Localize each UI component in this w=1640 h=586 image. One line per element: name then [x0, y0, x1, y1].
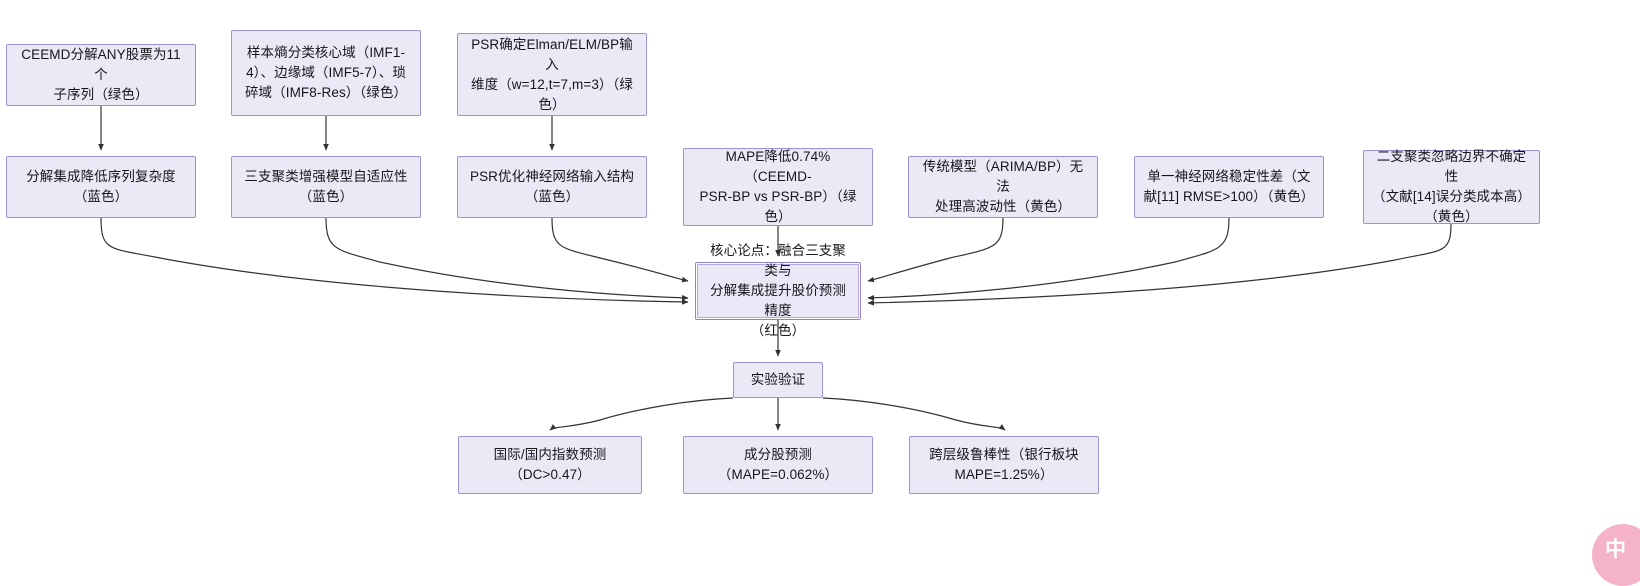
watermark-text: 中: [1605, 537, 1626, 561]
edge-n6-core: [551, 217, 689, 283]
node-label: 分解集成降低序列复杂度 （蓝色）: [26, 169, 176, 204]
node-cross-level-robustness-result[interactable]: 跨层级鲁棒性（银行板块 MAPE=1.25%）: [909, 436, 1099, 494]
node-label: CEEMD分解ANY股票为11个 子序列（绿色）: [21, 47, 181, 102]
node-label: 二支聚类忽略边界不确定性 （文献[14]误分类成本高） （黄色）: [1372, 149, 1531, 224]
node-two-way-clustering-limitation[interactable]: 二支聚类忽略边界不确定性 （文献[14]误分类成本高） （黄色）: [1363, 149, 1540, 224]
node-label: MAPE降低0.74%（CEEMD- PSR-BP vs PSR-BP）（绿 色…: [699, 149, 857, 224]
node-label: 核心论点：融合三支聚类与 分解集成提升股价预测精度 （红色）: [710, 243, 846, 338]
edge-n5-core: [325, 217, 689, 301]
edge-n4-core: [100, 217, 689, 305]
node-core-argument[interactable]: 核心论点：融合三支聚类与 分解集成提升股价预测精度 （红色）: [695, 243, 861, 338]
edge-n8-core: [867, 217, 1004, 283]
site-watermark: 中: [1592, 524, 1640, 586]
node-constituent-stock-result[interactable]: 成分股预测 （MAPE=0.062%）: [683, 436, 873, 494]
node-reduce-sequence-complexity[interactable]: 分解集成降低序列复杂度 （蓝色）: [6, 156, 196, 218]
node-label: 传统模型（ARIMA/BP）无法 处理高波动性（黄色）: [922, 159, 1084, 214]
node-psr-optimize-network-input[interactable]: PSR优化神经网络输入结构 （蓝色）: [457, 156, 647, 218]
flowchart-canvas: CEEMD分解ANY股票为11个 子序列（绿色） 样本熵分类核心域（IMF1- 4…: [6, 30, 1640, 586]
node-label: 跨层级鲁棒性（银行板块 MAPE=1.25%）: [929, 447, 1079, 482]
node-traditional-model-limitation[interactable]: 传统模型（ARIMA/BP）无法 处理高波动性（黄色）: [908, 156, 1098, 218]
node-index-forecast-result[interactable]: 国际/国内指数预测 （DC>0.47）: [458, 436, 642, 494]
edge-n12-n13: [549, 397, 734, 431]
node-ceemd-decompose[interactable]: CEEMD分解ANY股票为11个 子序列（绿色）: [6, 44, 196, 106]
node-label: PSR优化神经网络输入结构 （蓝色）: [469, 169, 635, 204]
node-label: 样本熵分类核心域（IMF1- 4）、边缘域（IMF5-7）、琐 碎域（IMF8-…: [244, 45, 408, 100]
node-label: PSR确定Elman/ELM/BP输入 维度（w=12,t=7,m=3）（绿 色…: [471, 36, 633, 112]
edge-n10-core: [867, 223, 1452, 306]
node-label: 单一神经网络稳定性差（文 献[11] RMSE>100）（黄色）: [1143, 169, 1315, 204]
node-single-network-instability[interactable]: 单一神经网络稳定性差（文 献[11] RMSE>100）（黄色）: [1134, 156, 1324, 218]
node-sample-entropy-classify[interactable]: 样本熵分类核心域（IMF1- 4）、边缘域（IMF5-7）、琐 碎域（IMF8-…: [231, 30, 421, 116]
node-experimental-validation[interactable]: 实验验证: [733, 362, 823, 398]
node-mape-reduction-evidence[interactable]: MAPE降低0.74%（CEEMD- PSR-BP vs PSR-BP）（绿 色…: [683, 148, 873, 226]
node-label: 国际/国内指数预测 （DC>0.47）: [493, 447, 607, 482]
edge-n12-n15: [822, 397, 1006, 431]
node-three-way-clustering-adaptivity[interactable]: 三支聚类增强模型自适应性 （蓝色）: [231, 156, 421, 218]
node-label: 实验验证: [750, 372, 806, 387]
node-psr-input-dimension[interactable]: PSR确定Elman/ELM/BP输入 维度（w=12,t=7,m=3）（绿 色…: [457, 33, 647, 116]
node-label: 成分股预测 （MAPE=0.062%）: [717, 447, 839, 482]
edge-n9-core: [867, 217, 1230, 301]
node-label: 三支聚类增强模型自适应性 （蓝色）: [244, 169, 408, 204]
